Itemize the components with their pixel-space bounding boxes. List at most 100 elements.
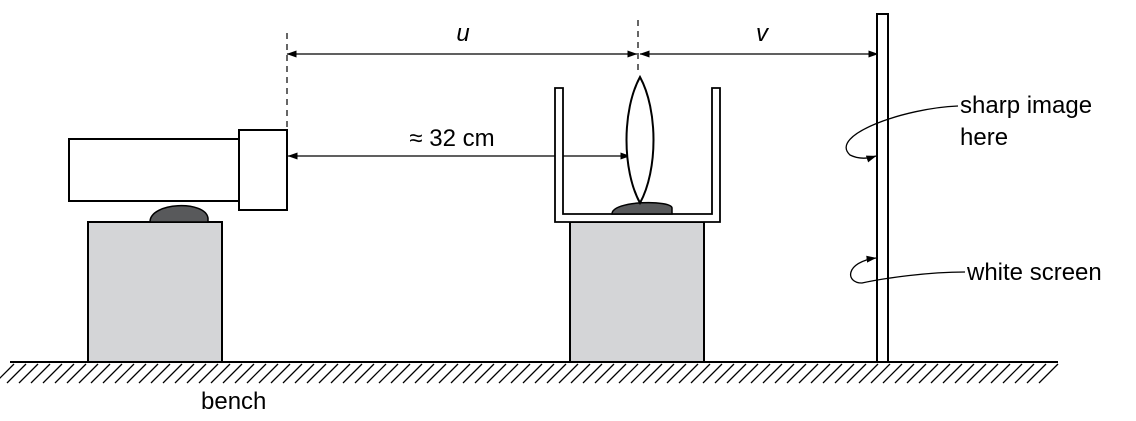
bench-hatch-line <box>534 363 555 384</box>
bench-hatch-line <box>690 363 711 384</box>
bench-hatch-line <box>654 363 675 384</box>
bench-hatch-line <box>966 363 987 384</box>
bench-hatch-line <box>114 363 135 384</box>
bench-hatch-line <box>738 363 759 384</box>
bench-hatch-line <box>498 363 519 384</box>
bench-hatch-line <box>570 363 591 384</box>
bench-label: bench <box>201 388 266 415</box>
bench-hatch-line <box>858 363 879 384</box>
bench-hatch-line <box>90 363 111 384</box>
bench-hatch-line <box>0 363 15 379</box>
bench-hatch-line <box>438 363 459 384</box>
bench-hatch-line <box>834 363 855 384</box>
bench-hatch-line <box>450 363 471 384</box>
bench-hatch-line <box>198 363 219 384</box>
bench-hatch-line <box>642 363 663 384</box>
bench-hatch-line <box>234 363 255 384</box>
lens <box>625 74 655 206</box>
dimension-lines <box>286 20 879 160</box>
bench-hatch-line <box>810 363 831 384</box>
lens-clamp <box>611 201 673 215</box>
bench-hatch-line <box>510 363 531 384</box>
bench-hatch-line <box>702 363 723 384</box>
bench-hatch-line <box>1002 363 1023 384</box>
bench-hatch-line <box>630 363 651 384</box>
bench-hatch-line <box>870 363 891 384</box>
sharp-image-label-line2: here <box>960 124 1008 151</box>
bench-hatch-line <box>582 363 603 384</box>
bench-hatch-line <box>846 363 867 384</box>
bench-hatch-line <box>390 363 411 384</box>
distance-label: ≈ 32 cm <box>409 125 494 152</box>
bench-hatch-line <box>330 363 351 384</box>
bench-hatch-line <box>930 363 951 384</box>
bench-hatch-line <box>78 363 99 384</box>
bench-hatch-line <box>66 363 87 384</box>
bench-hatch-line <box>102 363 123 384</box>
u-label: u <box>456 20 469 47</box>
bench-hatch-line <box>162 363 183 384</box>
bench-hatch-line <box>1014 363 1035 384</box>
bench-hatch-line <box>246 363 267 384</box>
bench-hatch-line <box>210 363 231 384</box>
bench-hatch-line <box>306 363 327 384</box>
light-source-assembly <box>68 129 288 363</box>
bench-hatch-line <box>882 363 903 384</box>
bench-hatch-line <box>822 363 843 384</box>
v-label: v <box>756 20 770 47</box>
bench-hatch-line <box>906 363 927 384</box>
bench-hatch-line <box>942 363 963 384</box>
bench-hatch-line <box>726 363 747 384</box>
bench-hatch-line <box>138 363 159 384</box>
bench-hatch-line <box>426 363 447 384</box>
bench-hatch-line <box>282 363 303 384</box>
bench-hatch-line <box>990 363 1011 384</box>
bench-hatch-line <box>486 363 507 384</box>
bench-hatch-line <box>174 363 195 384</box>
bench-hatch-line <box>750 363 771 384</box>
bench-hatch-line <box>786 363 807 384</box>
bench-hatch-line <box>222 363 243 384</box>
bench-hatch-line <box>978 363 999 384</box>
sharp-image-leader <box>845 105 959 163</box>
bench-hatch-line <box>1026 363 1047 384</box>
bench-hatch-line <box>678 363 699 384</box>
white-screen-leader <box>849 255 966 284</box>
bench-hatch-line <box>522 363 543 384</box>
light-source-clamp <box>149 205 209 223</box>
bench-hatch-line <box>594 363 615 384</box>
bench-hatch-line <box>54 363 75 384</box>
light-source-end-cap <box>238 129 288 211</box>
lens-stand <box>569 221 705 363</box>
lens-assembly <box>554 74 721 363</box>
bench-hatch-line <box>6 363 27 384</box>
bench-hatch-line <box>618 363 639 384</box>
bench-hatch-line <box>462 363 483 384</box>
bench-hatch-line <box>354 363 375 384</box>
bench-hatch-line <box>546 363 567 384</box>
bench-hatch-line <box>558 363 579 384</box>
bench-hatch-line <box>42 363 63 384</box>
sharp-image-label-line1: sharp image <box>960 92 1092 119</box>
bench-hatch-line <box>378 363 399 384</box>
bench-hatching <box>0 363 1059 384</box>
light-source-body <box>68 138 240 202</box>
bench-hatch-line <box>414 363 435 384</box>
bench-hatch-line <box>270 363 291 384</box>
bench-hatch-line <box>918 363 939 384</box>
lens-holder <box>554 87 721 223</box>
bench-hatch-line <box>774 363 795 384</box>
bench-hatch-line <box>126 363 147 384</box>
bench-hatch-line <box>318 363 339 384</box>
bench-hatch-line <box>18 363 39 384</box>
bench-hatch-line <box>798 363 819 384</box>
label-leaders <box>845 105 966 284</box>
bench-hatch-line <box>30 363 51 384</box>
bench-hatch-line <box>186 363 207 384</box>
bench-hatch-line <box>342 363 363 384</box>
white-screen-label: white screen <box>966 259 1102 286</box>
bench-hatch-line <box>1038 363 1059 384</box>
bench-hatch-line <box>402 363 423 384</box>
bench-hatch-line <box>150 363 171 384</box>
